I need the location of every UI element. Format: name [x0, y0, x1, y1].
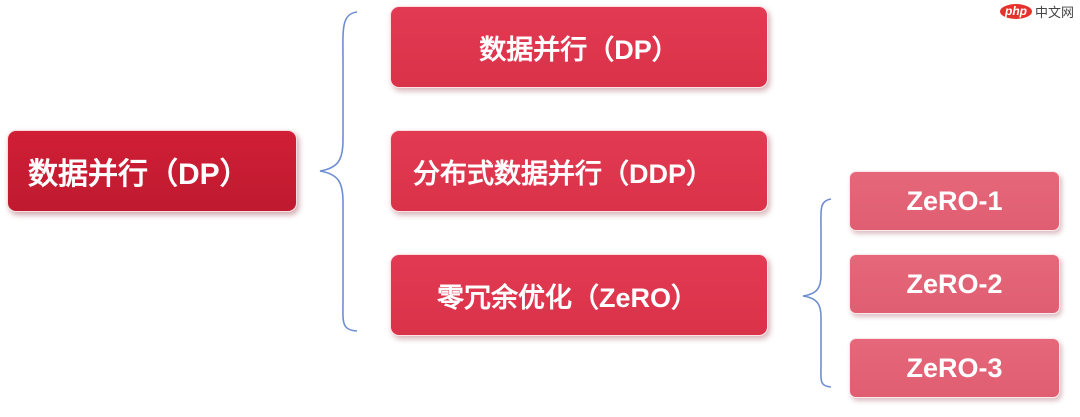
stage-node-zero-1-label: ZeRO-1	[906, 185, 1003, 216]
branch-node-dp-label: 数据并行（DP）	[479, 34, 679, 65]
branch-node-zero: 零冗余优化（ZeRO）	[390, 254, 768, 336]
root-node-label: 数据并行（DP）	[28, 158, 250, 191]
branch-node-dp: 数据并行（DP）	[390, 6, 768, 88]
site-name: 中文网	[1034, 5, 1074, 20]
branch-node-ddp: 分布式数据并行（DDP）	[390, 130, 768, 212]
main-brace	[319, 11, 358, 332]
branch-node-zero-label: 零冗余优化（ZeRO）	[437, 282, 699, 313]
root-node-dp: 数据并行（DP）	[7, 130, 297, 212]
zero-brace	[802, 198, 832, 388]
stage-node-zero-1: ZeRO-1	[849, 171, 1060, 231]
stage-node-zero-3-label: ZeRO-3	[906, 352, 1003, 383]
stage-node-zero-3: ZeRO-3	[849, 338, 1060, 398]
stage-node-zero-2-label: ZeRO-2	[906, 268, 1003, 299]
php-logo-icon: php	[999, 4, 1032, 19]
branch-node-ddp-label: 分布式数据并行（DDP）	[413, 158, 714, 189]
site-watermark: php 中文网	[999, 2, 1074, 21]
stage-node-zero-2: ZeRO-2	[849, 254, 1060, 314]
